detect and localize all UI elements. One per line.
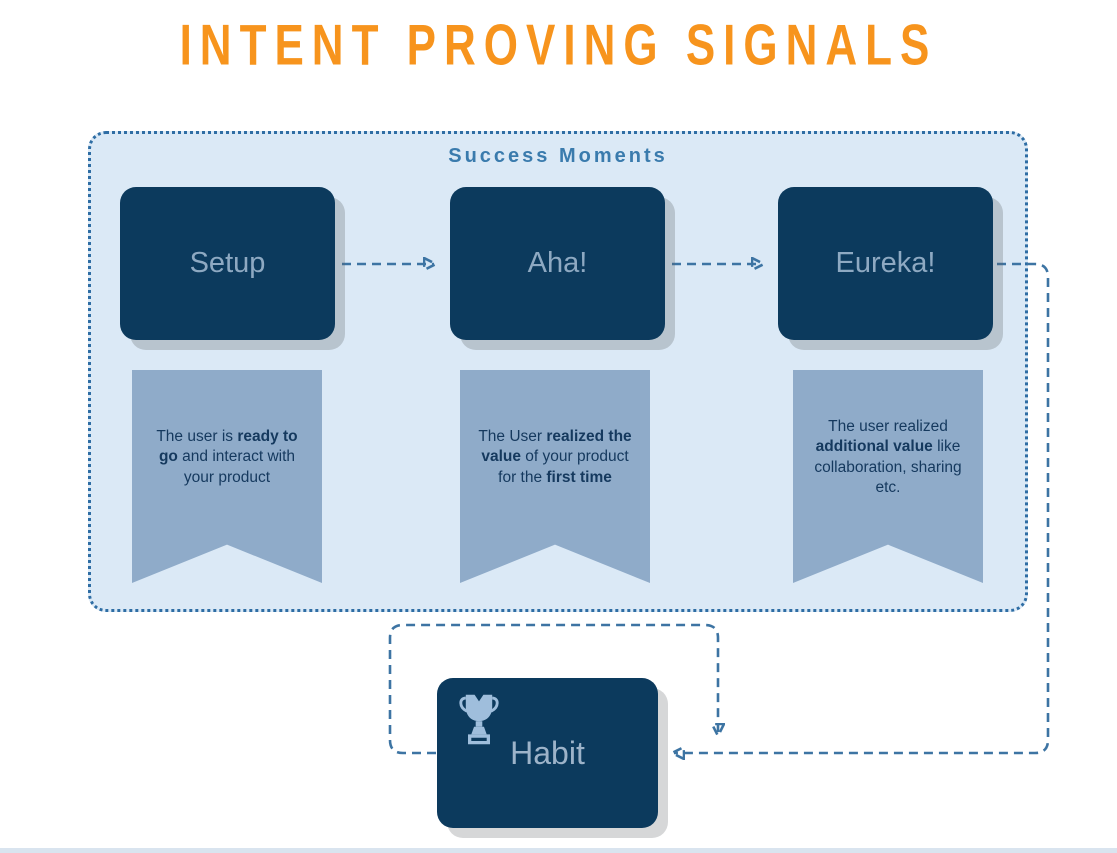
page-title-text: INTENT PROVING SIGNALS (179, 14, 938, 78)
stage-label: Aha! (527, 247, 588, 279)
stage-box-aha: Aha! (450, 187, 665, 340)
habit-label: Habit (510, 734, 585, 771)
ribbon-text: The user is ready to go and interact wit… (156, 427, 298, 486)
stage-label: Setup (189, 247, 266, 279)
ribbon-text: The User realized the value of your prod… (478, 427, 632, 486)
habit-box: Habit (437, 678, 658, 828)
panel-label: Success Moments (448, 145, 668, 167)
trophy-icon (459, 694, 499, 745)
stage-label: Eureka! (835, 247, 936, 279)
page-title: INTENT PROVING SIGNALS (0, 14, 1117, 78)
bottom-strip (0, 848, 1117, 853)
ribbon-setup-description: The user is ready to go and interact wit… (132, 370, 322, 583)
stage-box-eureka: Eureka! (778, 187, 993, 340)
stage-box-setup: Setup (120, 187, 335, 340)
ribbon-text: The user realized additional value like … (814, 417, 962, 496)
